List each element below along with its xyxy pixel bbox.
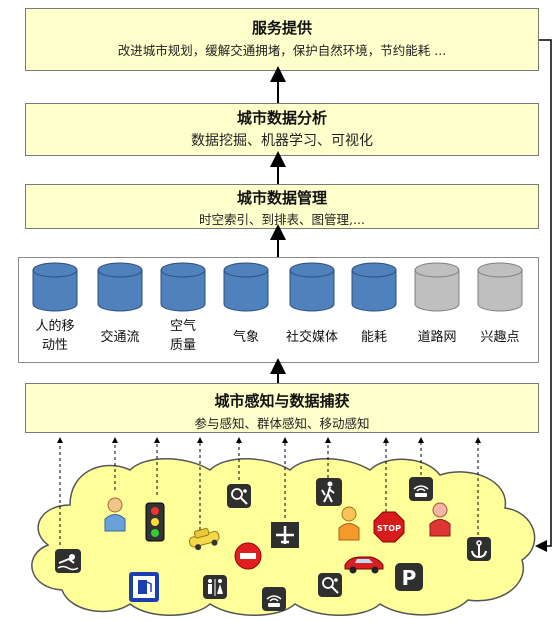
person-icon: [104, 497, 126, 532]
sensing-layer: 城市感知与数据捕获 参与感知、群体感知、移动感知: [25, 383, 539, 433]
wifi-sensor-icon: [409, 477, 433, 501]
tennis-icon: [227, 484, 251, 508]
dataset-label-line1: 气象: [232, 330, 259, 345]
taxi-icon: [188, 527, 220, 551]
dataset-label-line1: 交通流: [100, 330, 140, 345]
sensing-layer-title: 城市感知与数据捕获: [214, 392, 350, 410]
dataset-label: 气象: [206, 328, 286, 347]
dataset-label-line2: 动性: [41, 338, 68, 353]
service-layer: 服务提供 改进城市规划，缓解交通拥堵，保护自然环境，节约能耗 ...: [25, 8, 539, 71]
person-icon: [429, 502, 451, 537]
fuel-station-icon: [129, 572, 159, 602]
feedback-loop-line: [535, 39, 552, 552]
hiker-icon: [316, 478, 342, 506]
database-icon: [289, 262, 335, 312]
sensing-layer-subtitle: 参与感知、群体感知、移动感知: [194, 416, 370, 431]
stop-sign-icon: STOP: [373, 511, 405, 543]
service-layer-title: 服务提供: [251, 19, 312, 37]
database-icon: [351, 262, 397, 312]
dataset-label-line1: 兴趣点: [480, 330, 520, 345]
dataset-label: 人的移动性: [15, 317, 95, 355]
database-icon: [414, 262, 460, 312]
anchor-icon: [467, 537, 491, 561]
dataset-label: 交通流: [80, 328, 160, 347]
traffic-light-icon: [145, 502, 165, 542]
parking-label: P: [402, 566, 417, 590]
dataset-label-line2: 质量: [169, 338, 196, 353]
swimmer-icon: [55, 549, 81, 573]
dataset-label-line1: 空气: [169, 319, 196, 334]
database-icon: [223, 262, 269, 312]
dataset-label-line1: 社交媒体: [285, 330, 338, 345]
person-icon: [338, 506, 360, 541]
dataset-label: 兴趣点: [460, 328, 540, 347]
analysis-layer: 城市数据分析 数据挖掘、机器学习、可视化: [25, 103, 539, 156]
dataset-label-line1: 道路网: [417, 330, 457, 345]
restroom-icon: [203, 575, 227, 599]
no-entry-icon: [234, 542, 262, 570]
dataset-label: 道路网: [397, 328, 477, 347]
dataset-label-line1: 人的移: [35, 319, 75, 334]
dataset-label: 空气质量: [143, 317, 223, 355]
dataset-label: 社交媒体: [272, 328, 352, 347]
stop-sign-label: STOP: [377, 524, 401, 533]
dataset-label: 能耗: [334, 328, 414, 347]
management-layer-title: 城市数据管理: [236, 189, 327, 207]
management-layer-subtitle: 时空索引、到排表、图管理,...: [199, 212, 365, 227]
sports-car-icon: [344, 556, 384, 574]
service-layer-subtitle: 改进城市规划，缓解交通拥堵，保护自然环境，节约能耗 ...: [117, 43, 447, 58]
tennis-icon: [318, 573, 342, 597]
database-icon: [160, 262, 206, 312]
database-icon: [477, 262, 523, 312]
dataset-label-line1: 能耗: [360, 330, 387, 345]
airplane-icon: [271, 522, 299, 548]
wifi-sensor-icon: [262, 587, 286, 611]
analysis-layer-title: 城市数据分析: [236, 109, 327, 127]
database-icon: [97, 262, 143, 312]
analysis-layer-subtitle: 数据挖掘、机器学习、可视化: [191, 133, 373, 149]
database-icon: [32, 262, 78, 312]
parking-icon: P: [395, 563, 423, 591]
management-layer: 城市数据管理 时空索引、到排表、图管理,...: [25, 184, 539, 229]
